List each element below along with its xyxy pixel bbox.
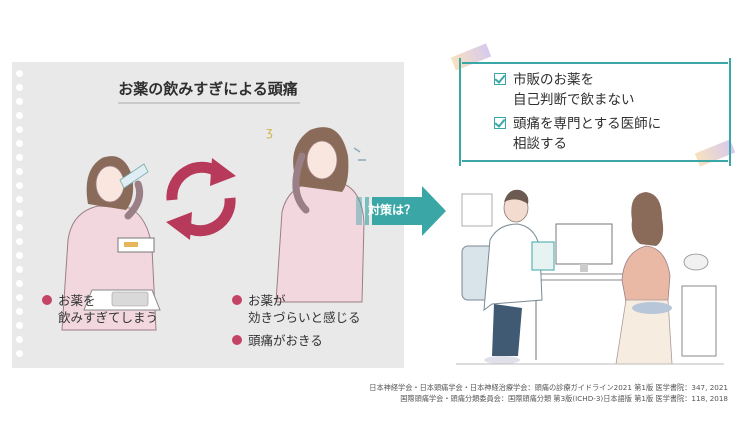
left-bullet-list: お薬を 飲みすぎてしまう	[42, 292, 158, 330]
patient-illustration	[615, 192, 673, 365]
bullet-line: 効きづらいと感じる	[248, 310, 361, 325]
cycle-arrows-icon	[166, 158, 236, 240]
advice-line: 市販のお薬を	[513, 72, 594, 88]
bullet-dot-icon	[42, 295, 52, 305]
advice-item: 頭痛を専門とする医師に 相談する	[494, 114, 661, 154]
checkbox-icon	[494, 117, 506, 129]
bullet-line: お薬を	[58, 293, 96, 308]
svg-text:ʒ: ʒ	[266, 125, 273, 139]
citation-line: 日本神経学会・日本頭痛学会・日本神経治療学会：頭痛の診療ガイドライン2021 第…	[369, 383, 728, 392]
advice-line: 自己判断で飲まない	[513, 92, 635, 108]
bullet-line: お薬が	[248, 293, 286, 308]
checkbox-icon	[494, 73, 506, 85]
advice-item: 市販のお薬を 自己判断で飲まない	[494, 70, 635, 110]
device-icon	[681, 253, 717, 357]
panel-title: お薬の飲みすぎによる頭痛	[118, 80, 298, 98]
monitor-icon	[555, 223, 613, 272]
advice-line: 頭痛を専門とする医師に	[513, 116, 662, 132]
citation-line: 国際頭痛学会・頭痛分類委員会：国際頭痛分類 第3版(ICHD-3)日本語版 第1…	[400, 394, 728, 403]
bullet-line: 頭痛がおきる	[248, 333, 323, 348]
headache-woman-illustration: ʒ	[266, 125, 366, 303]
doctor-illustration	[461, 189, 555, 364]
bullet-dot-icon	[232, 295, 242, 305]
notebook-rings	[16, 70, 26, 360]
title-underline	[118, 102, 300, 104]
bullet-item: お薬を 飲みすぎてしまう	[42, 292, 158, 326]
advice-line: 相談する	[513, 136, 567, 152]
transition-label: 対策は？	[367, 203, 416, 217]
bullet-line: 飲みすぎてしまう	[58, 310, 159, 325]
advice-box	[459, 58, 731, 166]
citation: 日本神経学会・日本頭痛学会・日本神経治療学会：頭痛の診療ガイドライン2021 第…	[369, 382, 728, 404]
bullet-item: 頭痛がおきる	[232, 332, 361, 349]
pill-box-icon	[117, 237, 155, 253]
wall-panel	[461, 193, 493, 227]
drinking-woman-illustration	[61, 156, 161, 331]
problem-panel: お薬の飲みすぎによる頭痛 ʒ お薬を 飲みすぎてしまう	[12, 62, 404, 368]
doctor-scene-illustration	[456, 189, 724, 365]
bullet-item: お薬が 効きづらいと感じる	[232, 292, 361, 326]
bullet-dot-icon	[232, 335, 242, 345]
right-bullet-list: お薬が 効きづらいと感じる 頭痛がおきる	[232, 292, 361, 353]
right-arrow-icon	[356, 186, 446, 236]
